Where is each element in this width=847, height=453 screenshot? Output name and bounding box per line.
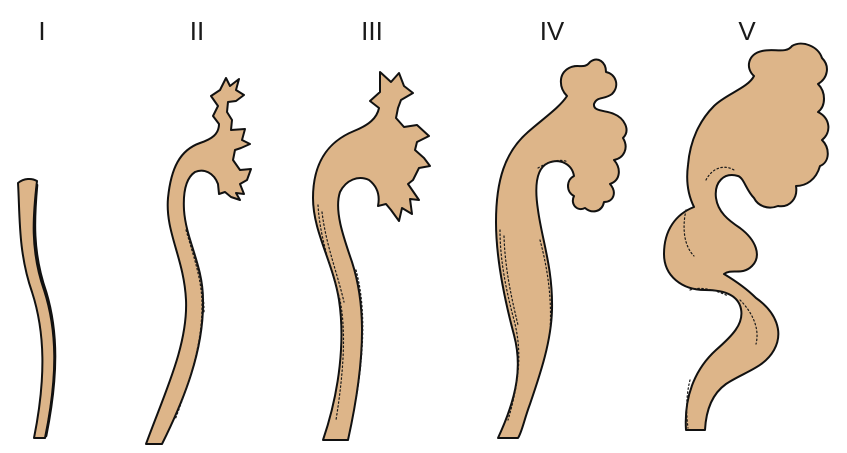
grade-label-4: IV <box>540 16 565 46</box>
grade-1-ureter <box>17 177 57 439</box>
grade-label-5: V <box>738 16 756 46</box>
grade-label-2: II <box>190 16 204 46</box>
grade-2-ureter-pelvis <box>145 77 252 445</box>
grade-label-3: III <box>361 16 383 46</box>
grade-3-ureter-pelvis <box>312 71 431 441</box>
grade-label-1: I <box>38 16 45 46</box>
grade-5-ureter-pelvis <box>663 42 830 431</box>
grade-4-ureter-pelvis <box>495 58 628 439</box>
